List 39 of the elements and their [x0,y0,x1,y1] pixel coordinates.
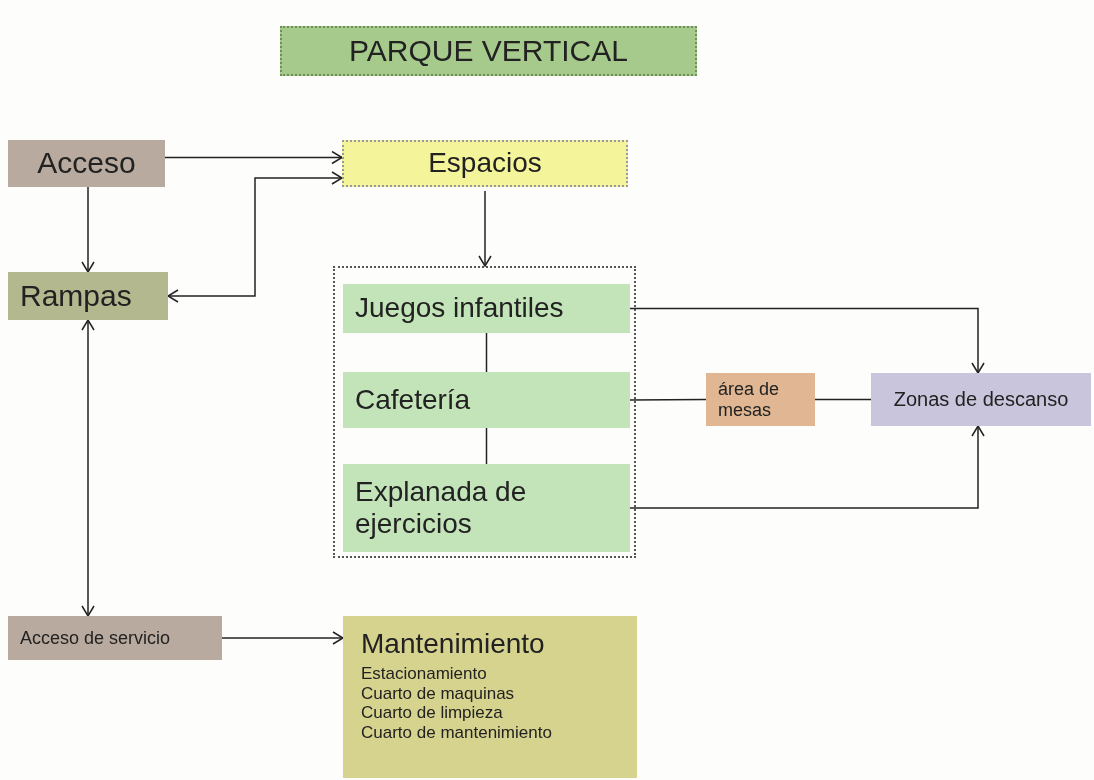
connector-line [814,398,872,401]
node-label: área de mesas [718,378,781,421]
list-item: Cuarto de limpieza [361,703,504,723]
process-box [343,284,630,333]
node-label: PARQUE VERTICAL [348,33,629,69]
arrow [81,186,95,273]
list-item: Estacionamiento [361,664,488,684]
node-label: Explanada de ejercicios [355,475,528,541]
process-box [342,140,628,187]
node-label: Mantenimiento [361,628,546,661]
node-label: Juegos infantiles [355,292,565,325]
node-label: Zonas de descanso [892,388,1070,411]
connector-line [485,427,488,465]
connector-line [485,332,488,373]
title-box [280,26,697,76]
arrow [164,150,343,165]
arrow [629,307,985,374]
node-label: Espacios [427,147,543,180]
list-item: Cuarto de maquinas [361,683,516,704]
group-box [333,266,636,558]
process-box [343,372,630,428]
process-box [8,140,165,187]
arrow [221,631,344,645]
node-label: Rampas [20,278,133,314]
process-box [8,272,168,320]
connector-line [629,398,707,401]
process-box [8,616,222,660]
process-box [871,373,1091,426]
process-box [706,373,815,426]
node-label: Cafetería [355,383,472,417]
process-box [343,464,630,552]
arrow [167,171,343,303]
process-box [343,616,637,778]
node-label: Acceso [36,146,137,181]
arrow [629,425,985,509]
list-item: Cuarto de mantenimiento [361,722,553,743]
arrow [81,319,95,617]
arrow [478,190,492,267]
node-label: Acceso de servicio [20,627,172,649]
